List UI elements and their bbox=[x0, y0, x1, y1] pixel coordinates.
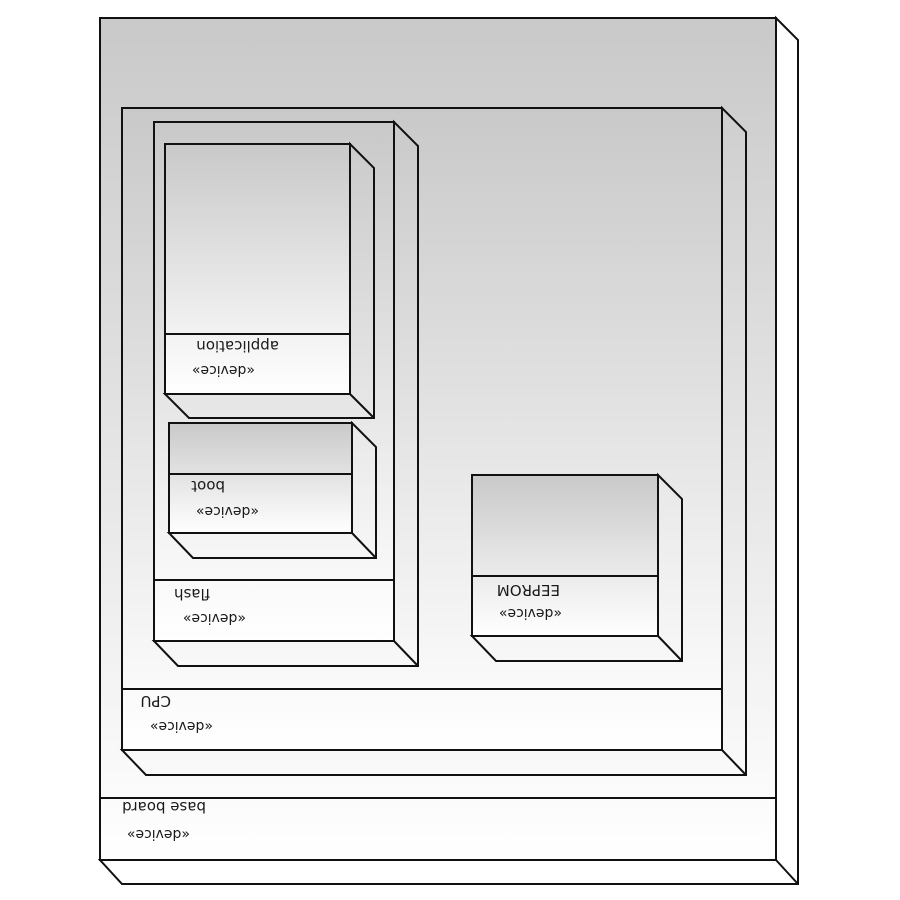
node-cpu-name: CPU bbox=[141, 692, 172, 710]
node-eeprom-name: EEPROM bbox=[497, 581, 560, 599]
node-flash-name: flash bbox=[174, 585, 210, 603]
node-eeprom[interactable]: EEPROM «device» bbox=[469, 472, 683, 662]
node-boot-face bbox=[168, 422, 353, 534]
node-eeprom-face bbox=[471, 474, 659, 637]
node-base-board-stereotype: «device» bbox=[127, 826, 190, 842]
node-base-board-name: base board bbox=[122, 798, 206, 816]
node-application-face bbox=[164, 143, 351, 395]
node-boot-name: boot bbox=[191, 477, 225, 495]
node-flash-stereotype: «device» bbox=[183, 610, 246, 626]
node-boot[interactable]: boot «device» bbox=[166, 420, 377, 559]
node-eeprom-stereotype: «device» bbox=[499, 605, 562, 621]
node-application-stereotype: «device» bbox=[192, 362, 255, 378]
node-cpu-stereotype: «device» bbox=[150, 718, 213, 734]
node-application[interactable]: application «device» bbox=[162, 141, 375, 419]
node-boot-stereotype: «device» bbox=[196, 503, 259, 519]
node-application-name: application bbox=[196, 337, 279, 355]
